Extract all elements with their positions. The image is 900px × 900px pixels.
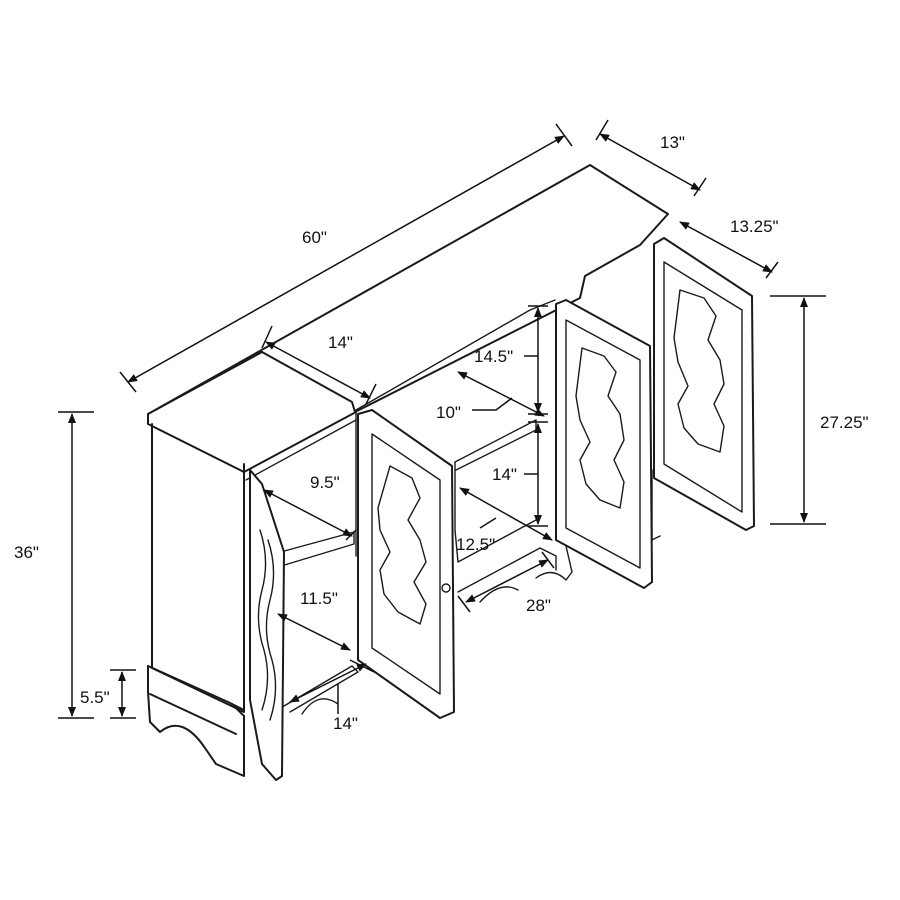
door-right-center[interactable] (555, 299, 653, 589)
door-far-right[interactable] (653, 237, 755, 531)
dimension-labels: 60" 13" 13.25" 14" 27.25" 36" 5.5" 14.5"… (14, 133, 869, 733)
label-center-shelf-height: 14" (492, 465, 517, 484)
label-base-height: 5.5" (80, 688, 110, 707)
label-overall-width: 60" (302, 228, 327, 247)
label-side-depth: 13.25" (730, 217, 779, 236)
left-shelf (265, 531, 355, 571)
dimension-lines (58, 119, 826, 719)
label-left-lower-height: 11.5" (300, 589, 338, 608)
door-knob (441, 583, 451, 593)
label-top-depth: 13" (660, 133, 685, 152)
label-door-height: 27.25" (820, 413, 869, 432)
label-overall-height: 36" (14, 543, 39, 562)
label-center-width: 28" (526, 596, 551, 615)
center-shelf (454, 419, 537, 471)
label-center-shelf-depth: 12.5" (456, 535, 495, 554)
label-shelf-upper-depth: 10" (436, 403, 461, 422)
door-left-center[interactable] (357, 409, 455, 719)
label-shelf-upper-height: 14.5" (474, 347, 513, 366)
left-end-panel (151, 423, 245, 713)
cabinet-base (147, 665, 245, 777)
label-end-depth: 14" (328, 333, 353, 352)
cabinet-doors (249, 237, 755, 781)
label-left-shelf-depth: 9.5" (310, 473, 340, 492)
label-left-bottom-depth: 14" (333, 714, 358, 733)
